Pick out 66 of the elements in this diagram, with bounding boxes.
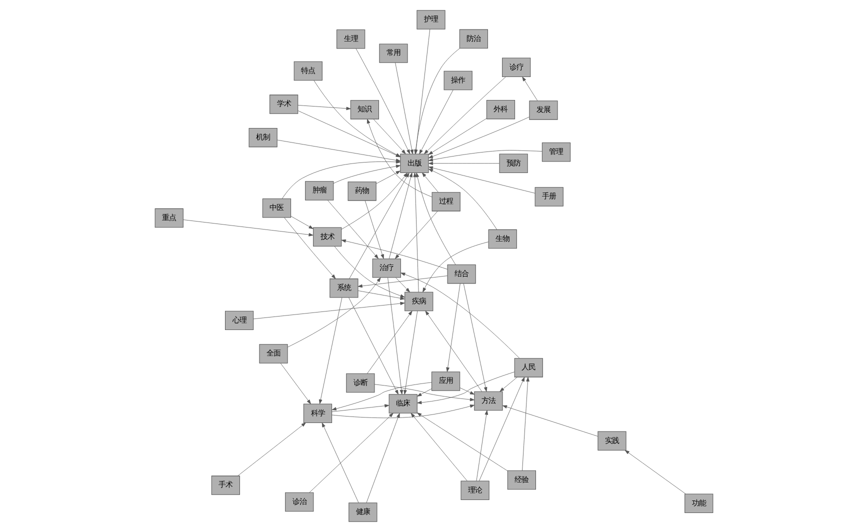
arrow <box>428 150 542 162</box>
arrow <box>428 118 487 155</box>
arrow <box>348 297 398 395</box>
arrow <box>298 105 351 110</box>
arrow <box>500 376 518 392</box>
arrow <box>416 172 456 265</box>
arrow <box>367 310 412 374</box>
arrow <box>395 62 414 154</box>
arrow <box>327 200 379 259</box>
arrow <box>460 388 475 395</box>
arrow <box>478 376 525 482</box>
arrow <box>290 216 314 230</box>
arrow <box>341 239 448 270</box>
arrow <box>422 242 489 292</box>
arrow <box>373 119 406 154</box>
arrow <box>358 276 448 288</box>
arrow <box>400 272 520 358</box>
arrow <box>349 172 410 279</box>
arrow <box>309 412 394 493</box>
arrow <box>282 160 401 199</box>
arrow <box>428 166 536 194</box>
arrow <box>476 410 488 482</box>
arrow <box>394 210 438 259</box>
arrow <box>428 168 498 230</box>
arrow <box>253 302 405 320</box>
arrow <box>522 76 538 101</box>
arrow <box>428 162 500 166</box>
arrow <box>463 283 488 392</box>
arrow <box>410 412 468 482</box>
arrow <box>341 172 408 230</box>
arrow <box>417 372 515 404</box>
arrow <box>502 405 598 437</box>
arrow <box>284 217 336 279</box>
arrow <box>413 172 419 292</box>
arrow <box>287 277 381 348</box>
arrow <box>404 310 418 395</box>
arrow <box>416 412 508 472</box>
arrow <box>366 118 432 198</box>
arrow <box>624 450 686 494</box>
arrow <box>332 404 475 418</box>
arrow <box>424 76 506 154</box>
arrow <box>388 172 412 259</box>
arrow <box>428 116 530 158</box>
arrow <box>182 220 314 236</box>
arrow <box>318 297 342 404</box>
arrow <box>422 172 438 192</box>
arrow <box>356 48 410 154</box>
arrow <box>280 362 311 404</box>
arrow <box>238 422 306 476</box>
arrow <box>522 376 530 471</box>
arrow <box>396 277 410 292</box>
arrow <box>374 384 475 402</box>
arrow <box>332 382 432 410</box>
arrow <box>333 164 401 184</box>
arrow <box>322 422 359 503</box>
arrow <box>332 404 390 412</box>
arrow <box>334 246 405 298</box>
arrow <box>425 310 482 392</box>
arrow <box>419 90 454 154</box>
arrow <box>358 290 405 300</box>
arrow <box>446 283 460 372</box>
arrow <box>364 200 384 259</box>
arrow <box>417 388 432 396</box>
arrow <box>388 278 404 394</box>
arrow <box>376 170 400 184</box>
arrow <box>366 413 400 504</box>
